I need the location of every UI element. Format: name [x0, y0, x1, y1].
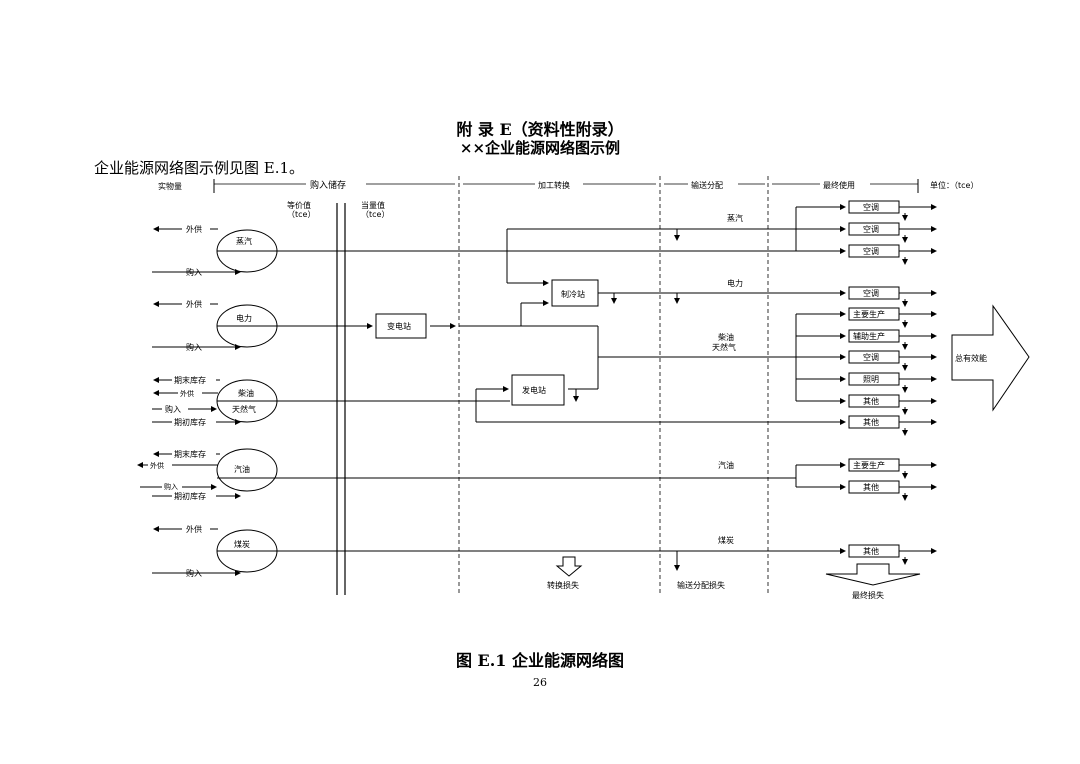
end-use-item: 其他: [848, 394, 900, 408]
section-final-use: 最终使用: [823, 180, 855, 190]
end-use-label: 空调: [863, 352, 879, 362]
end-use-item: 其他: [848, 415, 900, 429]
appendix-title: 附 录 E（资料性附录）: [456, 120, 624, 139]
end-use-label: 其他: [863, 417, 879, 427]
power-source-label: 电力: [236, 313, 252, 323]
distribution-loss-label: 输送分配损失: [677, 580, 725, 590]
diesel-external-label: 外供: [180, 389, 194, 398]
end-use-item: 空调: [848, 244, 900, 258]
total-effective-energy-label: 总有效能: [955, 353, 987, 363]
end-use-boxes: 空调 空调 空调 空调 主要生产 辅助生产 空调 照明 其他 其他 主要生产 其…: [848, 200, 900, 558]
top-bar: 实物量 购入储存 加工转换 输送分配 最终使用 单位：（tce）: [158, 178, 978, 193]
final-loss-arrow: 最终损失: [825, 563, 921, 600]
loss-arrows: [573, 229, 680, 571]
end-use-bus: [792, 204, 846, 490]
end-use-label: 辅助生产: [853, 331, 885, 341]
section-dividers: [458, 176, 769, 595]
end-use-label: 空调: [863, 246, 879, 256]
gasoline-line-label: 汽油: [718, 460, 734, 470]
end-use-outputs: [899, 204, 937, 565]
power-line-label: 电力: [727, 278, 743, 288]
steam-source-label: 蒸汽: [236, 236, 252, 246]
coal-external-label: 外供: [186, 524, 202, 534]
gasoline-purchase-label: 购入: [164, 482, 178, 491]
end-use-item: 主要生产: [848, 458, 900, 472]
steam-line-label: 蒸汽: [727, 213, 743, 223]
end-use-label: 主要生产: [853, 309, 885, 319]
end-use-item: 其他: [848, 544, 900, 558]
section-conversion: 加工转换: [538, 180, 570, 190]
unit-label: 单位：（tce）: [930, 180, 978, 190]
end-use-label: 空调: [863, 202, 879, 212]
generator-label: 发电站: [522, 385, 546, 395]
end-use-label: 其他: [863, 482, 879, 492]
end-use-item: 空调: [848, 350, 900, 364]
station-chiller: 制冷站: [551, 279, 599, 307]
conversion-loss-arrow: 转换损失: [547, 556, 583, 590]
coal-line-label: 煤炭: [718, 535, 734, 545]
steam-purchase-label: 购入: [186, 267, 202, 277]
diesel-begin-stock-label: 期初库存: [174, 417, 206, 427]
total-effective-energy-arrow: 总有效能: [951, 304, 1030, 412]
physical-qty-label: 实物量: [158, 181, 182, 191]
end-use-label: 其他: [863, 546, 879, 556]
conversion-loss-label: 转换损失: [547, 580, 579, 590]
end-use-item: 空调: [848, 222, 900, 236]
end-use-item: 主要生产: [848, 307, 900, 321]
chiller-label: 制冷站: [561, 289, 585, 299]
intro-text: 企业能源网络图示例见图 E.1。: [94, 159, 305, 177]
equiv-value-unit: （tce）: [287, 210, 315, 219]
end-use-label: 空调: [863, 288, 879, 298]
section-distribution: 输送分配: [691, 180, 723, 190]
power-purchase-label: 购入: [186, 342, 202, 352]
gas-line-label: 天然气: [712, 342, 736, 352]
end-use-item: 空调: [848, 286, 900, 300]
gas-source-label: 天然气: [232, 404, 256, 414]
station-substation: 变电站: [375, 313, 427, 339]
end-use-item: 空调: [848, 200, 900, 214]
gasoline-end-stock-label: 期末库存: [174, 449, 206, 459]
steam-external-label: 外供: [186, 224, 202, 234]
diesel-end-stock-label: 期末库存: [174, 375, 206, 385]
appendix-subtitle: ××企业能源网络图示例: [459, 139, 621, 157]
end-use-item: 辅助生产: [848, 329, 900, 343]
diesel-line-label: 柴油: [718, 332, 734, 342]
power-external-label: 外供: [186, 299, 202, 309]
main-flow-lines: [217, 228, 846, 554]
source-gasoline: 汽油 期末库存 外供 购入 期初库存: [137, 448, 278, 501]
equal-value-label: 当量值: [361, 200, 385, 210]
source-diesel-gas: 柴油 天然气 期末库存 外供 购入 期初库存: [152, 375, 278, 427]
end-use-label: 其他: [863, 396, 879, 406]
coal-purchase-label: 购入: [186, 568, 202, 578]
figure-caption: 图 E.1 企业能源网络图: [455, 651, 625, 670]
gasoline-begin-stock-label: 期初库存: [174, 491, 206, 501]
equiv-value-label: 等价值: [287, 200, 311, 210]
substation-label: 变电站: [387, 321, 411, 331]
end-use-label: 主要生产: [853, 460, 885, 470]
end-use-label: 照明: [863, 375, 879, 384]
section-purchase-storage: 购入储存: [310, 179, 346, 191]
final-loss-label: 最终损失: [852, 590, 884, 600]
diesel-purchase-label: 购入: [165, 404, 181, 414]
end-use-item: 其他: [848, 480, 900, 494]
coal-source-label: 煤炭: [234, 539, 250, 549]
station-generator: 发电站: [511, 374, 565, 406]
diesel-source-label: 柴油: [238, 388, 254, 398]
end-use-item: 照明: [848, 372, 900, 386]
gasoline-external-label: 外供: [150, 461, 164, 470]
gasoline-source-label: 汽油: [234, 464, 250, 474]
equal-value-unit: （tce）: [361, 210, 389, 219]
page-number: 26: [533, 676, 547, 689]
end-use-label: 空调: [863, 224, 879, 234]
